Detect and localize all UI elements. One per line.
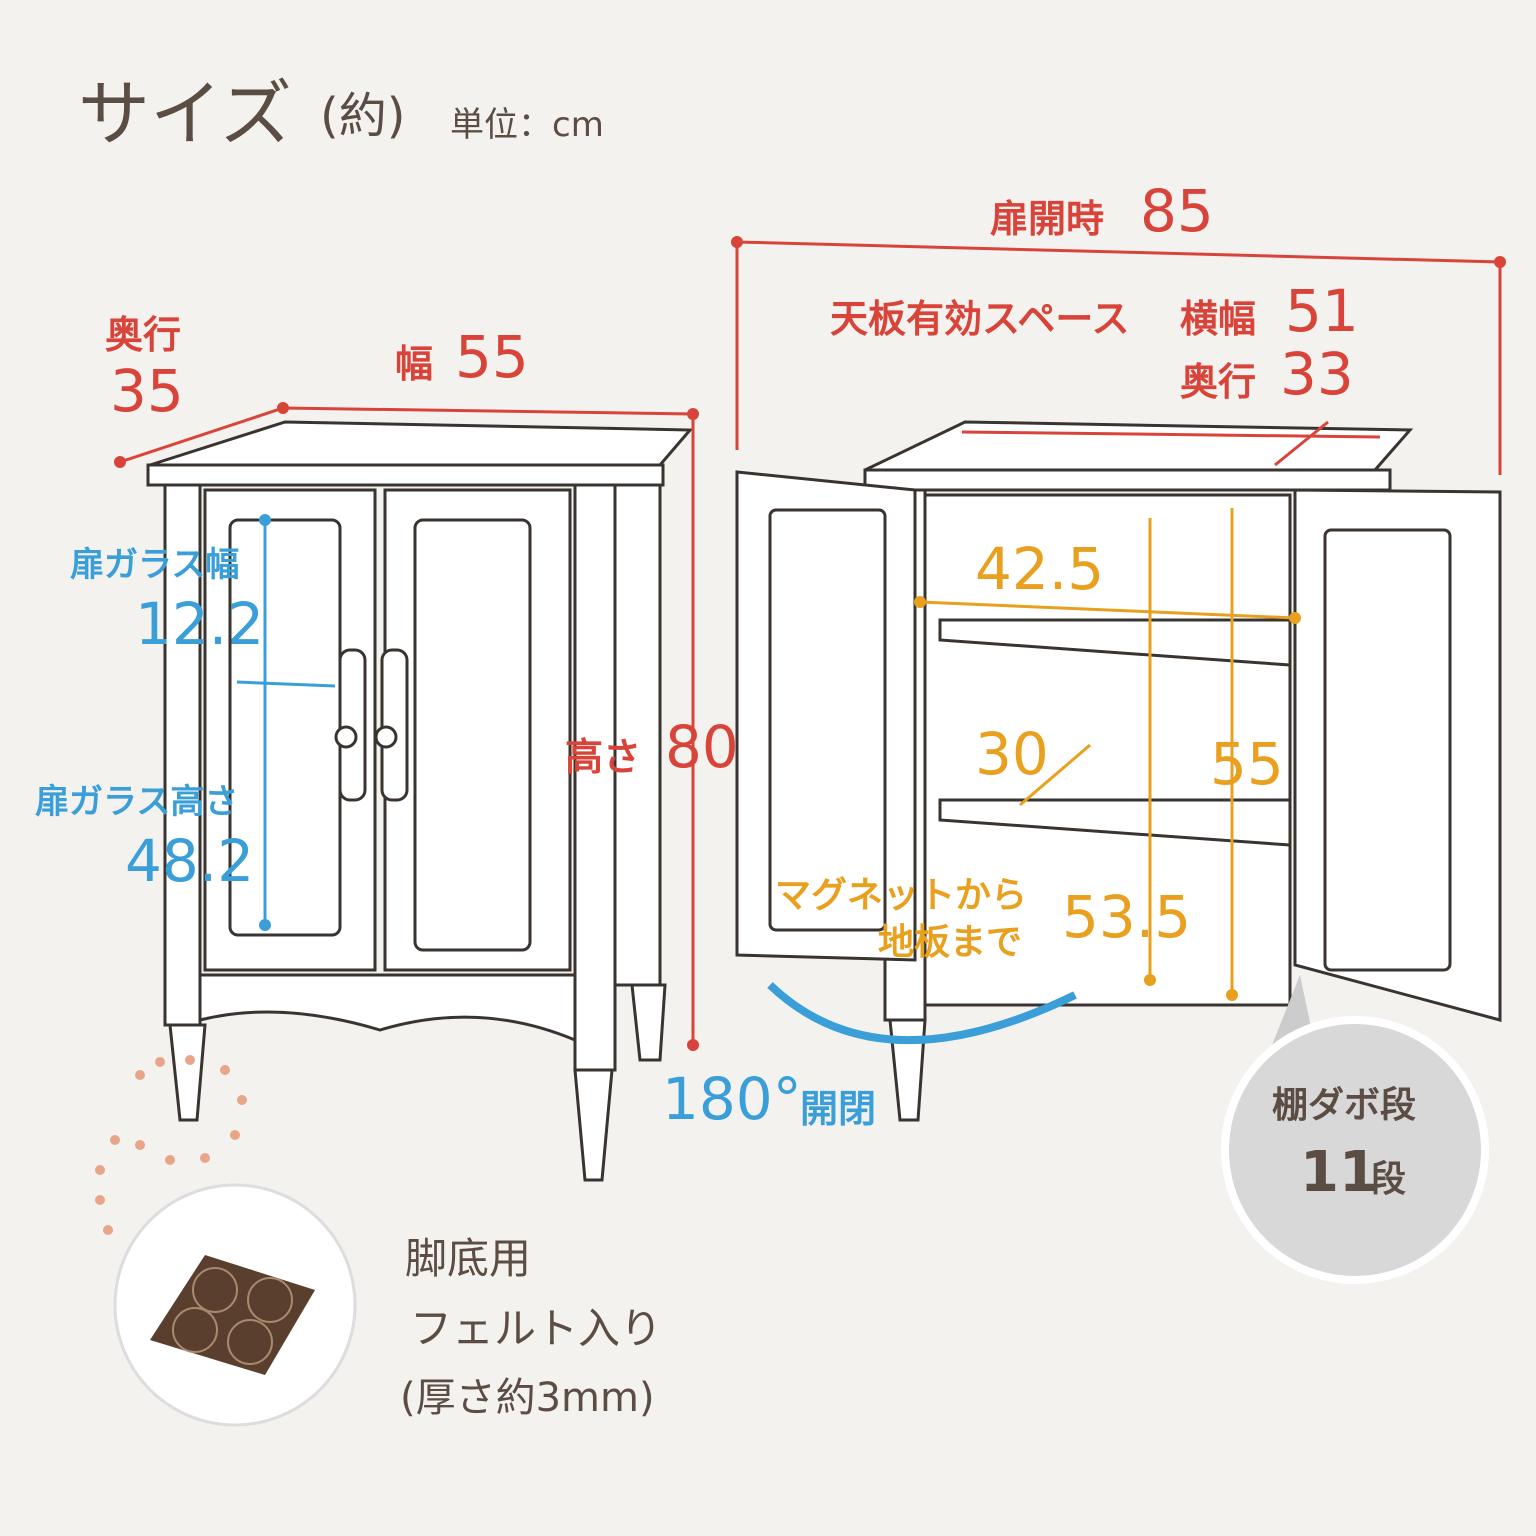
inner-width-value: 42.5	[975, 535, 1105, 603]
depth-value: 35	[110, 357, 184, 425]
depth-label: 奥行	[105, 313, 182, 357]
glass-height-label: 扉ガラス高さ	[35, 782, 239, 822]
title-approx: (約)	[320, 88, 406, 144]
inner-depth-value: 30	[975, 720, 1049, 788]
top-space-label: 天板有効スペース	[830, 297, 1130, 341]
felt-pad-circle	[113, 1183, 357, 1427]
glass-width-value: 12.2	[135, 590, 265, 658]
hinge-label: 開閉	[800, 1087, 877, 1131]
right-cabinet-drawing	[735, 420, 1502, 1122]
top-width-label: 横幅	[1180, 297, 1257, 341]
dimension-lines	[119, 240, 1502, 1045]
inner-height-value: 55	[1210, 730, 1284, 798]
magnet-label-2: 地板まで	[878, 922, 1023, 963]
shelf-bubble	[1221, 975, 1489, 1284]
felt-dotted-path	[95, 1055, 247, 1235]
felt-line-3: (厚さ約3mm)	[400, 1375, 655, 1421]
hinge-angle-value: 180°	[662, 1065, 802, 1133]
shelf-unit: 段	[1370, 1159, 1407, 1200]
width-value: 55	[455, 323, 529, 391]
open-width-label: 扉開時	[990, 197, 1105, 241]
top-depth-label: 奥行	[1180, 360, 1257, 404]
open-width-value: 85	[1140, 177, 1214, 245]
shelf-label: 棚ダボ段	[1272, 1085, 1417, 1126]
left-cabinet-drawing	[146, 420, 694, 1182]
glass-width-label: 扉ガラス幅	[70, 545, 240, 585]
dimension-endpoints	[114, 236, 1506, 1051]
felt-line-2: フェルト入り	[410, 1304, 663, 1353]
magnet-label-1: マグネットから	[775, 875, 1028, 916]
glass-height-value: 48.2	[125, 827, 255, 895]
unit-label: 単位：cm	[450, 105, 604, 145]
height-value: 80	[665, 713, 739, 781]
width-label: 幅	[395, 342, 434, 386]
height-label: 高さ	[565, 735, 642, 779]
magnet-value: 53.5	[1062, 883, 1192, 951]
page-title: サイズ	[78, 72, 292, 156]
shelf-value: 11	[1300, 1140, 1378, 1205]
top-width-value: 51	[1285, 277, 1359, 345]
felt-line-1: 脚底用	[405, 1234, 532, 1283]
top-depth-value: 33	[1280, 340, 1354, 408]
